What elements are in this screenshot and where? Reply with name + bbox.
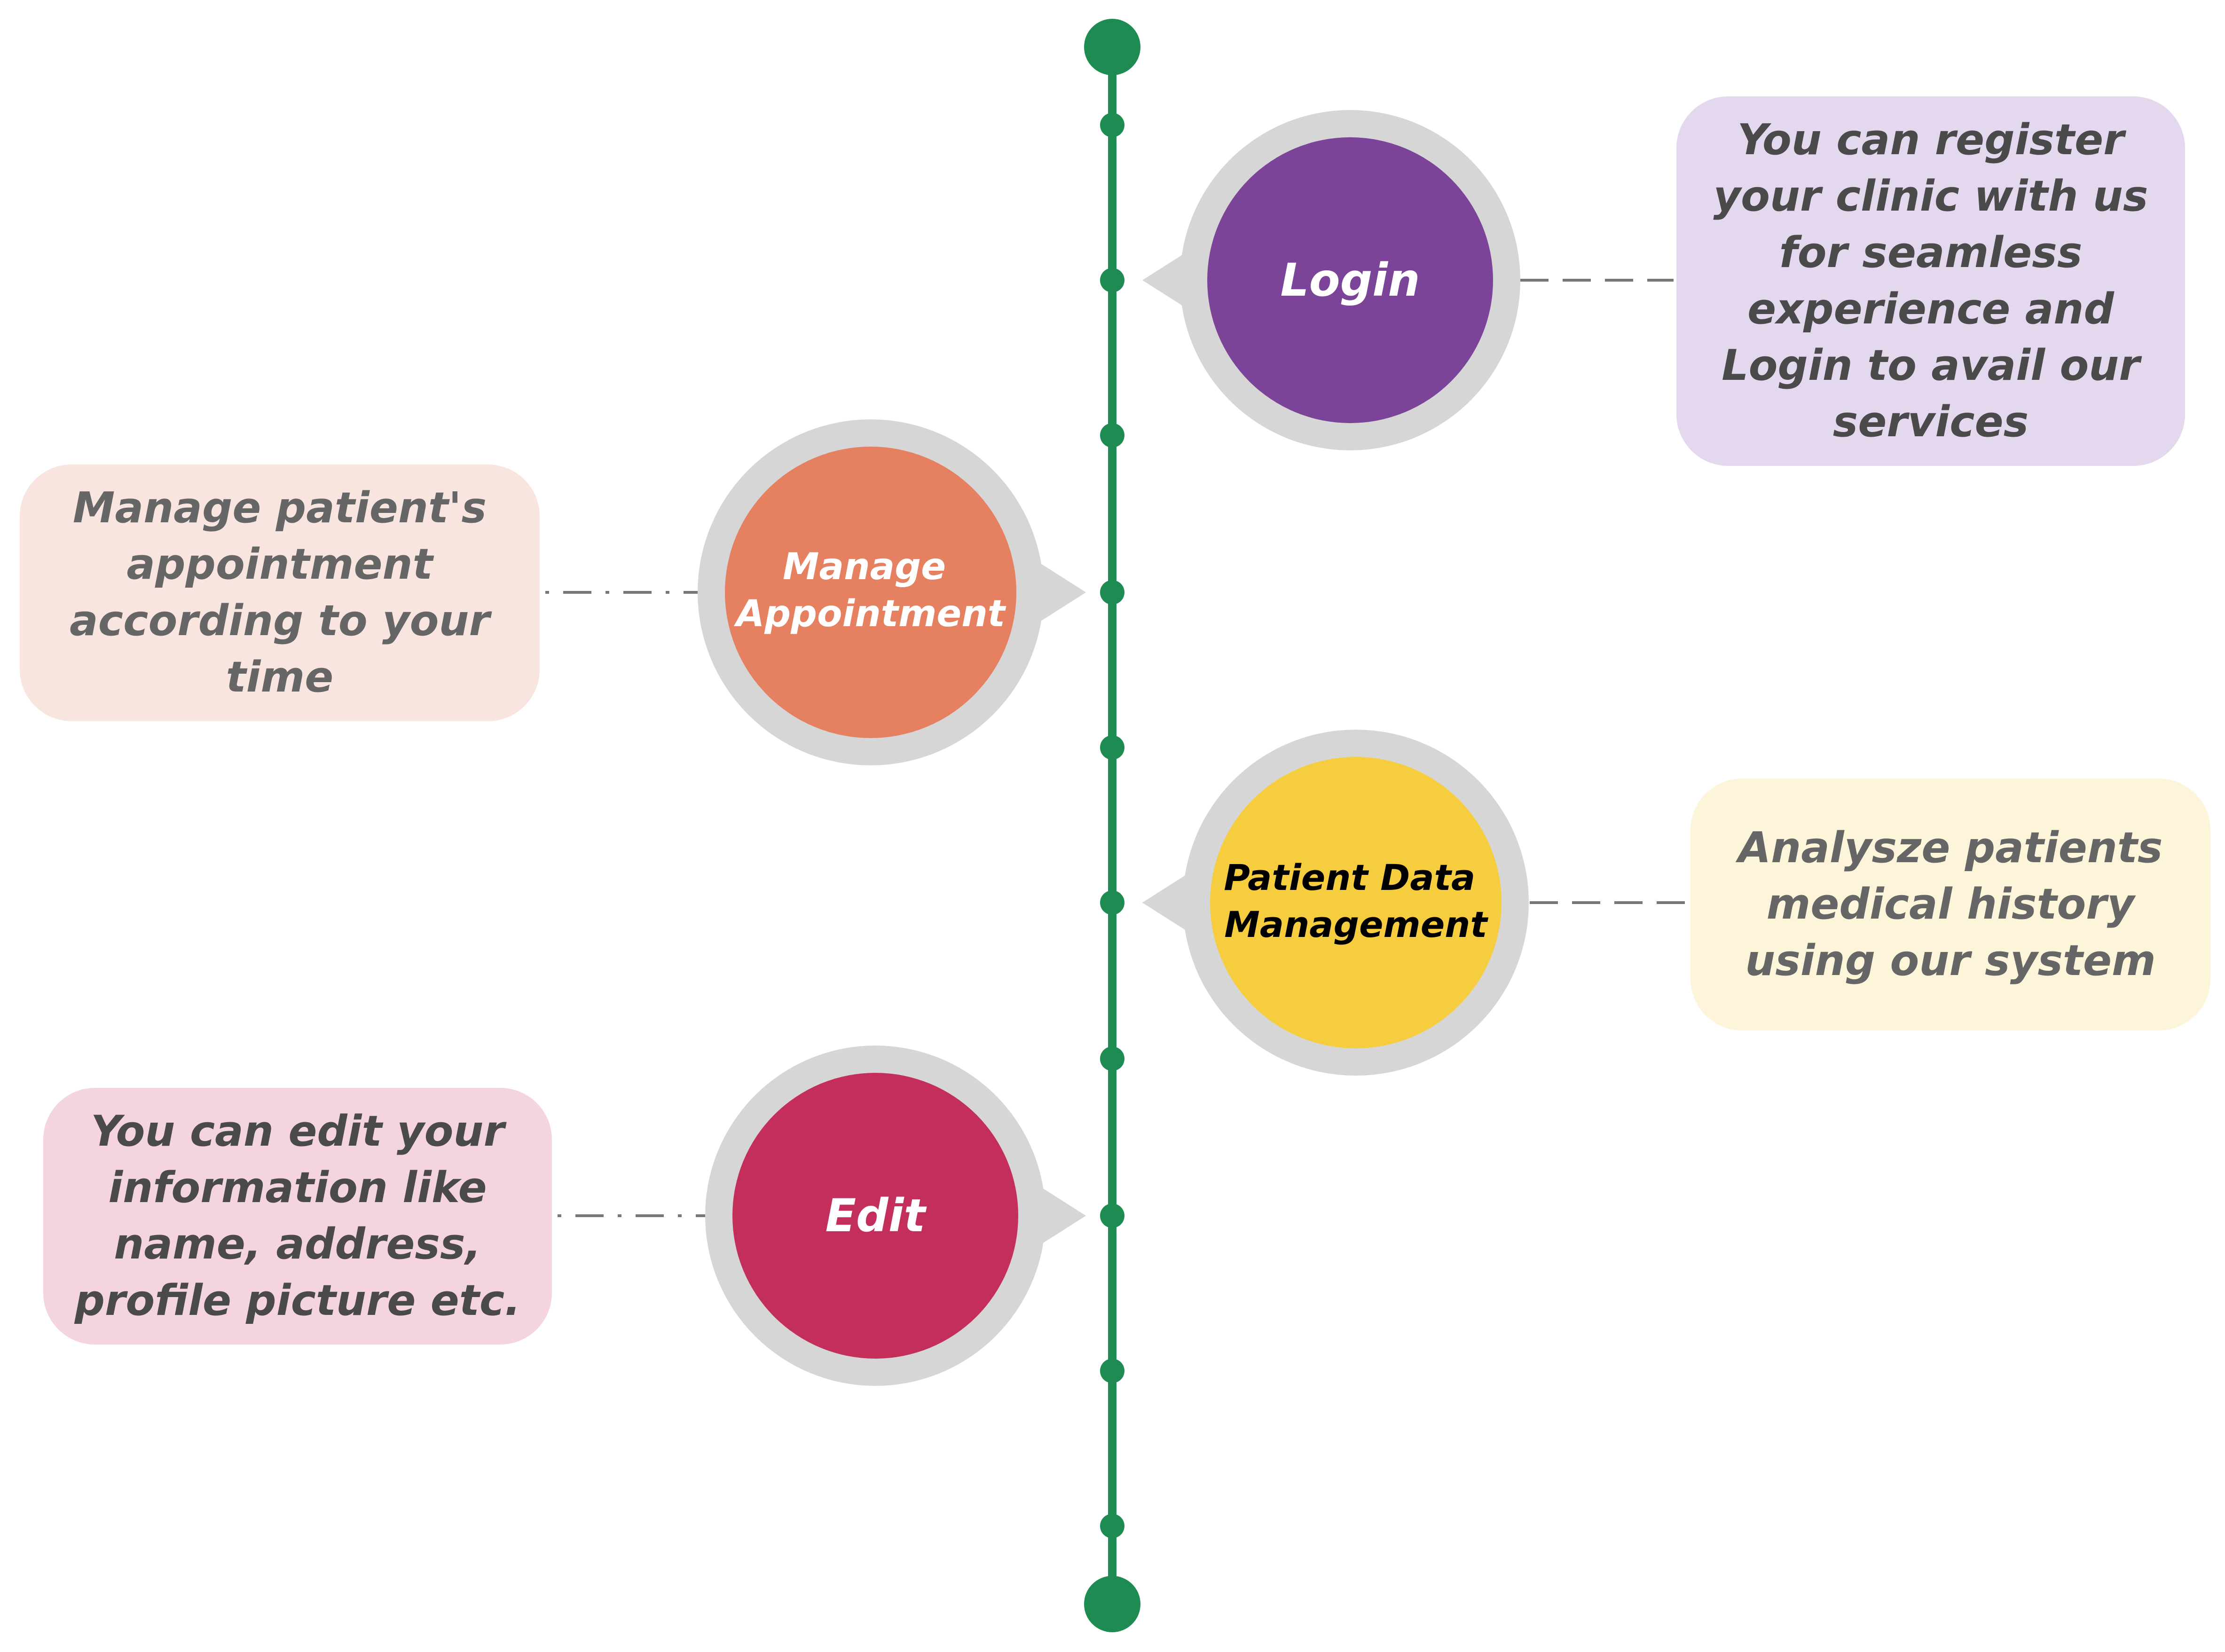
step-patient-data-management: Patient Data Management	[1142, 730, 1529, 1076]
timeline-tick-dot	[1100, 1359, 1124, 1383]
pointer-edit	[1034, 1183, 1086, 1249]
step-edit: Edit	[705, 1046, 1086, 1386]
step-login: Login	[1142, 110, 1520, 450]
timeline-tick-dot	[1100, 1514, 1124, 1538]
circle-login	[1207, 137, 1493, 423]
timeline-tick-dot	[1100, 890, 1124, 915]
timeline-tick-dot	[1100, 1204, 1124, 1228]
description-box-manage-appointment: Manage patient's appointment according t…	[20, 464, 540, 721]
circle-manage-appointment	[725, 447, 1016, 738]
timeline-tick-dot	[1100, 580, 1124, 605]
description-box-login: You can register your clinic with us for…	[1676, 96, 2185, 466]
pointer-manage-appointment	[1034, 559, 1086, 625]
description-patient-data-management: Analysze patients medical history using …	[1738, 823, 2163, 985]
description-edit: You can edit your information like name,…	[74, 1107, 521, 1325]
description-manage-appointment: Manage patient's appointment according t…	[70, 483, 490, 702]
timeline-tick-dot	[1100, 423, 1124, 448]
pointer-patient-data-management	[1142, 870, 1194, 936]
description-login: You can register your clinic with us for…	[1713, 115, 2148, 447]
timeline-end-node	[1084, 1576, 1140, 1632]
circle-patient-data-management	[1210, 757, 1502, 1048]
timeline-tick-dot	[1100, 268, 1124, 292]
title-manage-appointment: Manage Appointment	[733, 546, 1006, 635]
description-box-patient-data-management: Analysze patients medical history using …	[1690, 779, 2210, 1031]
description-box-edit: You can edit your information like name,…	[43, 1088, 552, 1345]
circle-edit	[732, 1073, 1018, 1359]
title-patient-data-management-line2: Management	[1224, 904, 1488, 945]
step-manage-appointment: Manage Appointment	[698, 419, 1086, 765]
timeline-tick-dot	[1100, 1046, 1124, 1071]
title-manage-appointment-line1: Manage	[783, 546, 946, 588]
title-manage-appointment-line2: Appointment	[733, 593, 1006, 635]
title-login: Login	[1280, 254, 1420, 307]
title-edit: Edit	[825, 1189, 927, 1242]
timeline-tick-dot	[1100, 113, 1124, 137]
timeline-tick-dots	[1100, 113, 1124, 1538]
title-patient-data-management-line1: Patient Data	[1224, 857, 1475, 898]
timeline-start-node	[1084, 19, 1140, 75]
timeline-tick-dot	[1100, 735, 1124, 760]
title-patient-data-management: Patient Data Management	[1224, 857, 1488, 945]
